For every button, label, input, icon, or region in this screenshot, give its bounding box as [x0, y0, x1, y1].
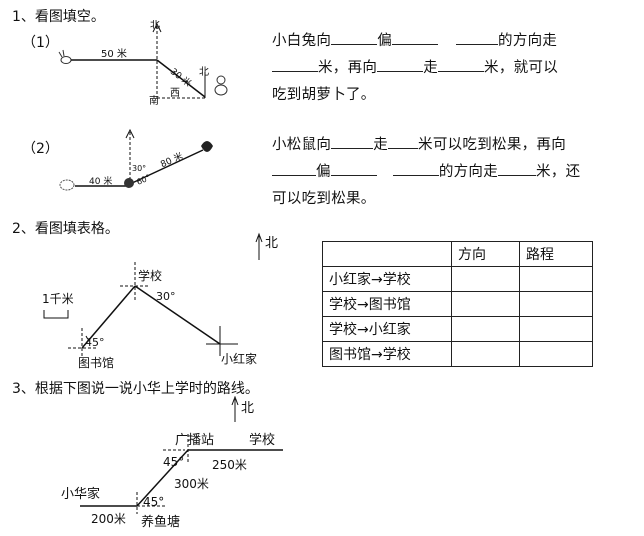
blank[interactable] — [438, 56, 485, 72]
library-label: 图书馆 — [78, 355, 114, 370]
fig1-north2: 北 — [199, 66, 209, 78]
table-header-distance: 路程 — [519, 241, 593, 267]
distance-cell[interactable] — [519, 291, 593, 317]
fig4-north: 北 — [241, 401, 254, 416]
part1-line1: 小白兔向偏的方向走 — [272, 28, 557, 55]
fig1-dist1: 50 米 — [101, 47, 127, 60]
part2-line3: 可以吃到松果。 — [272, 191, 376, 207]
table-row: 图书馆→学校 — [322, 341, 593, 367]
direction-cell[interactable] — [451, 291, 520, 317]
fig2-dist2: 80 米 — [158, 150, 184, 170]
library-angle: 45° — [85, 336, 105, 349]
school-label: 学校 — [249, 432, 275, 448]
direction-cell[interactable] — [451, 341, 520, 367]
fig3-north: 北 — [265, 236, 278, 251]
section3-heading: 3、根据下图说一说小华上学时的路线。 — [12, 381, 259, 397]
fig1-west: 西 — [170, 88, 180, 99]
school-angle: 30° — [156, 290, 176, 303]
blank[interactable] — [392, 29, 439, 45]
d3-label: 200米 — [91, 512, 126, 526]
blank[interactable] — [330, 160, 377, 176]
d1-label: 250米 — [212, 458, 247, 472]
fig2-angle2: 30° — [132, 164, 146, 173]
blank[interactable] — [331, 133, 374, 149]
table-header-direction: 方向 — [451, 241, 520, 267]
blank[interactable] — [377, 56, 424, 72]
table-row: 学校→图书馆 — [322, 291, 593, 317]
squirrel-route-figure: 40 米 80 米 60° 30° — [59, 128, 213, 191]
table-row: 学校→小红家 — [322, 316, 593, 342]
station-label: 广播站 — [175, 433, 214, 448]
xiaohua-route-figure: 北 广播站 学校 小华家 养鱼塘 250米 300米 200米 45° 45° — [61, 396, 283, 530]
rabbit-route-figure: 北 50 米 30 米 北 南 西 — [58, 20, 228, 105]
blank[interactable] — [392, 160, 439, 176]
angle1-label: 45° — [163, 455, 184, 469]
blank[interactable] — [331, 29, 378, 45]
blank[interactable] — [456, 29, 499, 45]
pond-label: 养鱼塘 — [141, 514, 180, 530]
school-label: 学校 — [138, 268, 162, 283]
blank[interactable] — [272, 56, 318, 72]
blank[interactable] — [388, 133, 419, 149]
part2-label: （2） — [22, 141, 59, 157]
blank[interactable] — [498, 160, 537, 176]
section2-heading: 2、看图填表格。 — [12, 221, 119, 237]
angle2-label: 45° — [143, 495, 164, 509]
route-table: 方向 路程 小红家→学校 学校→图书馆 学校→小红家 图书馆→学校 — [322, 241, 593, 367]
blank[interactable] — [272, 160, 316, 176]
table-header-row: 方向 路程 — [322, 241, 593, 267]
table-row: 小红家→学校 — [322, 266, 593, 292]
route-name: 图书馆→学校 — [322, 341, 452, 367]
distance-cell[interactable] — [519, 266, 593, 292]
part1-line2: 米，再向走米，就可以 — [272, 55, 558, 82]
d2-label: 300米 — [174, 477, 209, 491]
fig1-south: 南 — [149, 94, 159, 105]
direction-cell[interactable] — [451, 316, 520, 342]
scale-label: 1千米 — [42, 292, 74, 306]
school-map-figure: 北 1千米 45° 30° 学校 图书馆 小红家 — [42, 232, 278, 370]
part1-label: （1） — [22, 35, 59, 51]
distance-cell[interactable] — [519, 316, 593, 342]
route-name: 学校→小红家 — [322, 316, 452, 342]
home-label: 小华家 — [61, 486, 100, 502]
direction-cell[interactable] — [451, 266, 520, 292]
distance-cell[interactable] — [519, 341, 593, 367]
route-name: 小红家→学校 — [322, 266, 452, 292]
rabbit-icon — [58, 49, 72, 64]
part2-line2: 偏的方向走米，还 — [272, 159, 580, 186]
pinecone-icon — [124, 141, 213, 188]
home-label: 小红家 — [221, 351, 257, 366]
carrot-icon — [214, 75, 228, 96]
part1-line3: 吃到胡萝卜了。 — [272, 87, 376, 103]
squirrel-icon — [59, 179, 75, 191]
fig2-dist1: 40 米 — [89, 175, 112, 187]
section1-heading: 1、看图填空。 — [12, 9, 105, 25]
route-name: 学校→图书馆 — [322, 291, 452, 317]
table-header-cell — [322, 241, 452, 267]
part2-line1: 小松鼠向走米可以吃到松果，再向 — [272, 132, 566, 159]
fig1-north-top: 北 — [150, 20, 160, 31]
